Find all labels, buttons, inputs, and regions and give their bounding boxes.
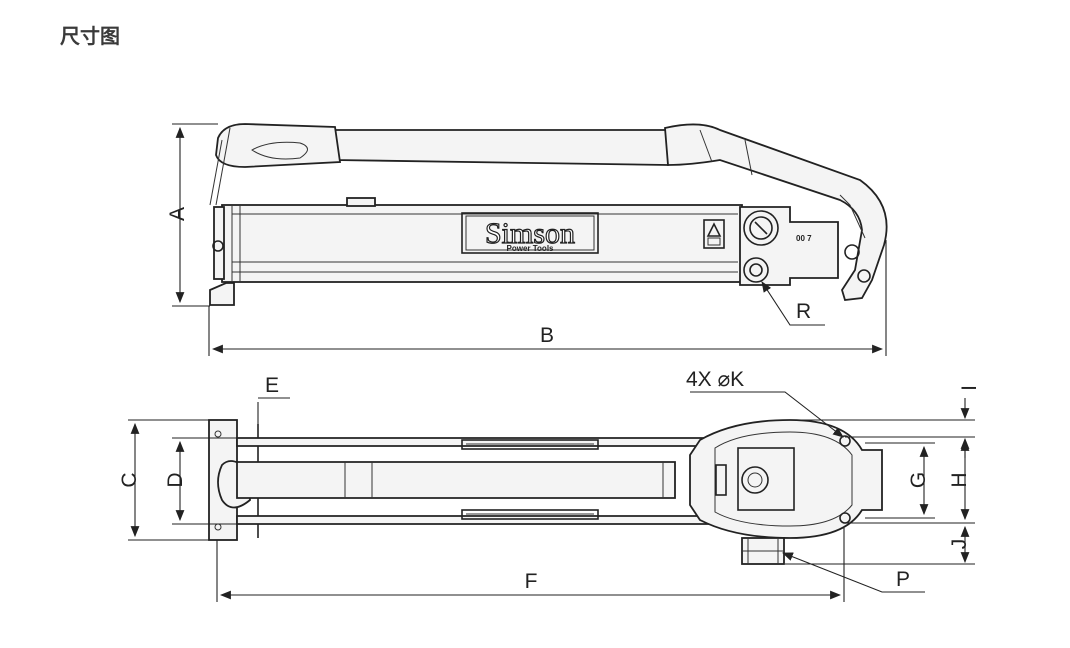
dim-label-d: D (164, 472, 187, 487)
filler-cap (346, 197, 376, 207)
mount-hole-1 (839, 435, 851, 447)
valve-knob (743, 210, 779, 246)
dim-label-c: C (118, 472, 141, 487)
foot-left (209, 282, 235, 306)
dim-label-r: R (796, 300, 811, 323)
handle-channel (236, 461, 676, 499)
dim-label-b: B (540, 324, 554, 347)
page-title: 尺寸图 (60, 24, 120, 48)
warning-icon (706, 222, 722, 237)
dim-label-i: I (958, 385, 981, 391)
dim-label-g: G (907, 472, 930, 488)
handle-bar (334, 129, 674, 166)
dim-label-a: A (166, 207, 189, 221)
outlet-port (743, 257, 769, 283)
handle-grip (215, 123, 342, 168)
dim-label-f: F (525, 570, 538, 593)
logo-plate (461, 212, 599, 254)
dim-leader-p (781, 552, 925, 593)
body-rail-bottom (236, 515, 721, 525)
reservoir-body (221, 204, 743, 283)
pump-top-view (208, 419, 883, 565)
side-view-dimensions: A B R (166, 123, 887, 356)
dim-leader-r (761, 281, 825, 326)
top-view-dimensions: C D E F 4X ⌀K I G H J (118, 368, 981, 602)
valve-block (739, 206, 839, 286)
logo-brand: Simson (485, 217, 575, 250)
warning-label (703, 219, 725, 249)
dim-label-h: H (948, 472, 971, 487)
pump-side-view: Simson Power Tools 00 7 (209, 123, 888, 306)
label-strip-top (461, 439, 599, 450)
logo-tagline: Power Tools (507, 244, 555, 253)
valve-bore (741, 466, 769, 494)
dim-leader-k (690, 391, 844, 438)
dim-label-k: 4X ⌀K (686, 368, 744, 391)
dim-label-j: J (948, 539, 971, 550)
valve-marking: 00 7 (796, 234, 812, 243)
dim-label-p: P (896, 568, 910, 591)
valve-window (737, 447, 795, 511)
label-strip-bottom (461, 509, 599, 520)
dim-label-e: E (265, 374, 279, 397)
valve-housing (689, 419, 883, 539)
